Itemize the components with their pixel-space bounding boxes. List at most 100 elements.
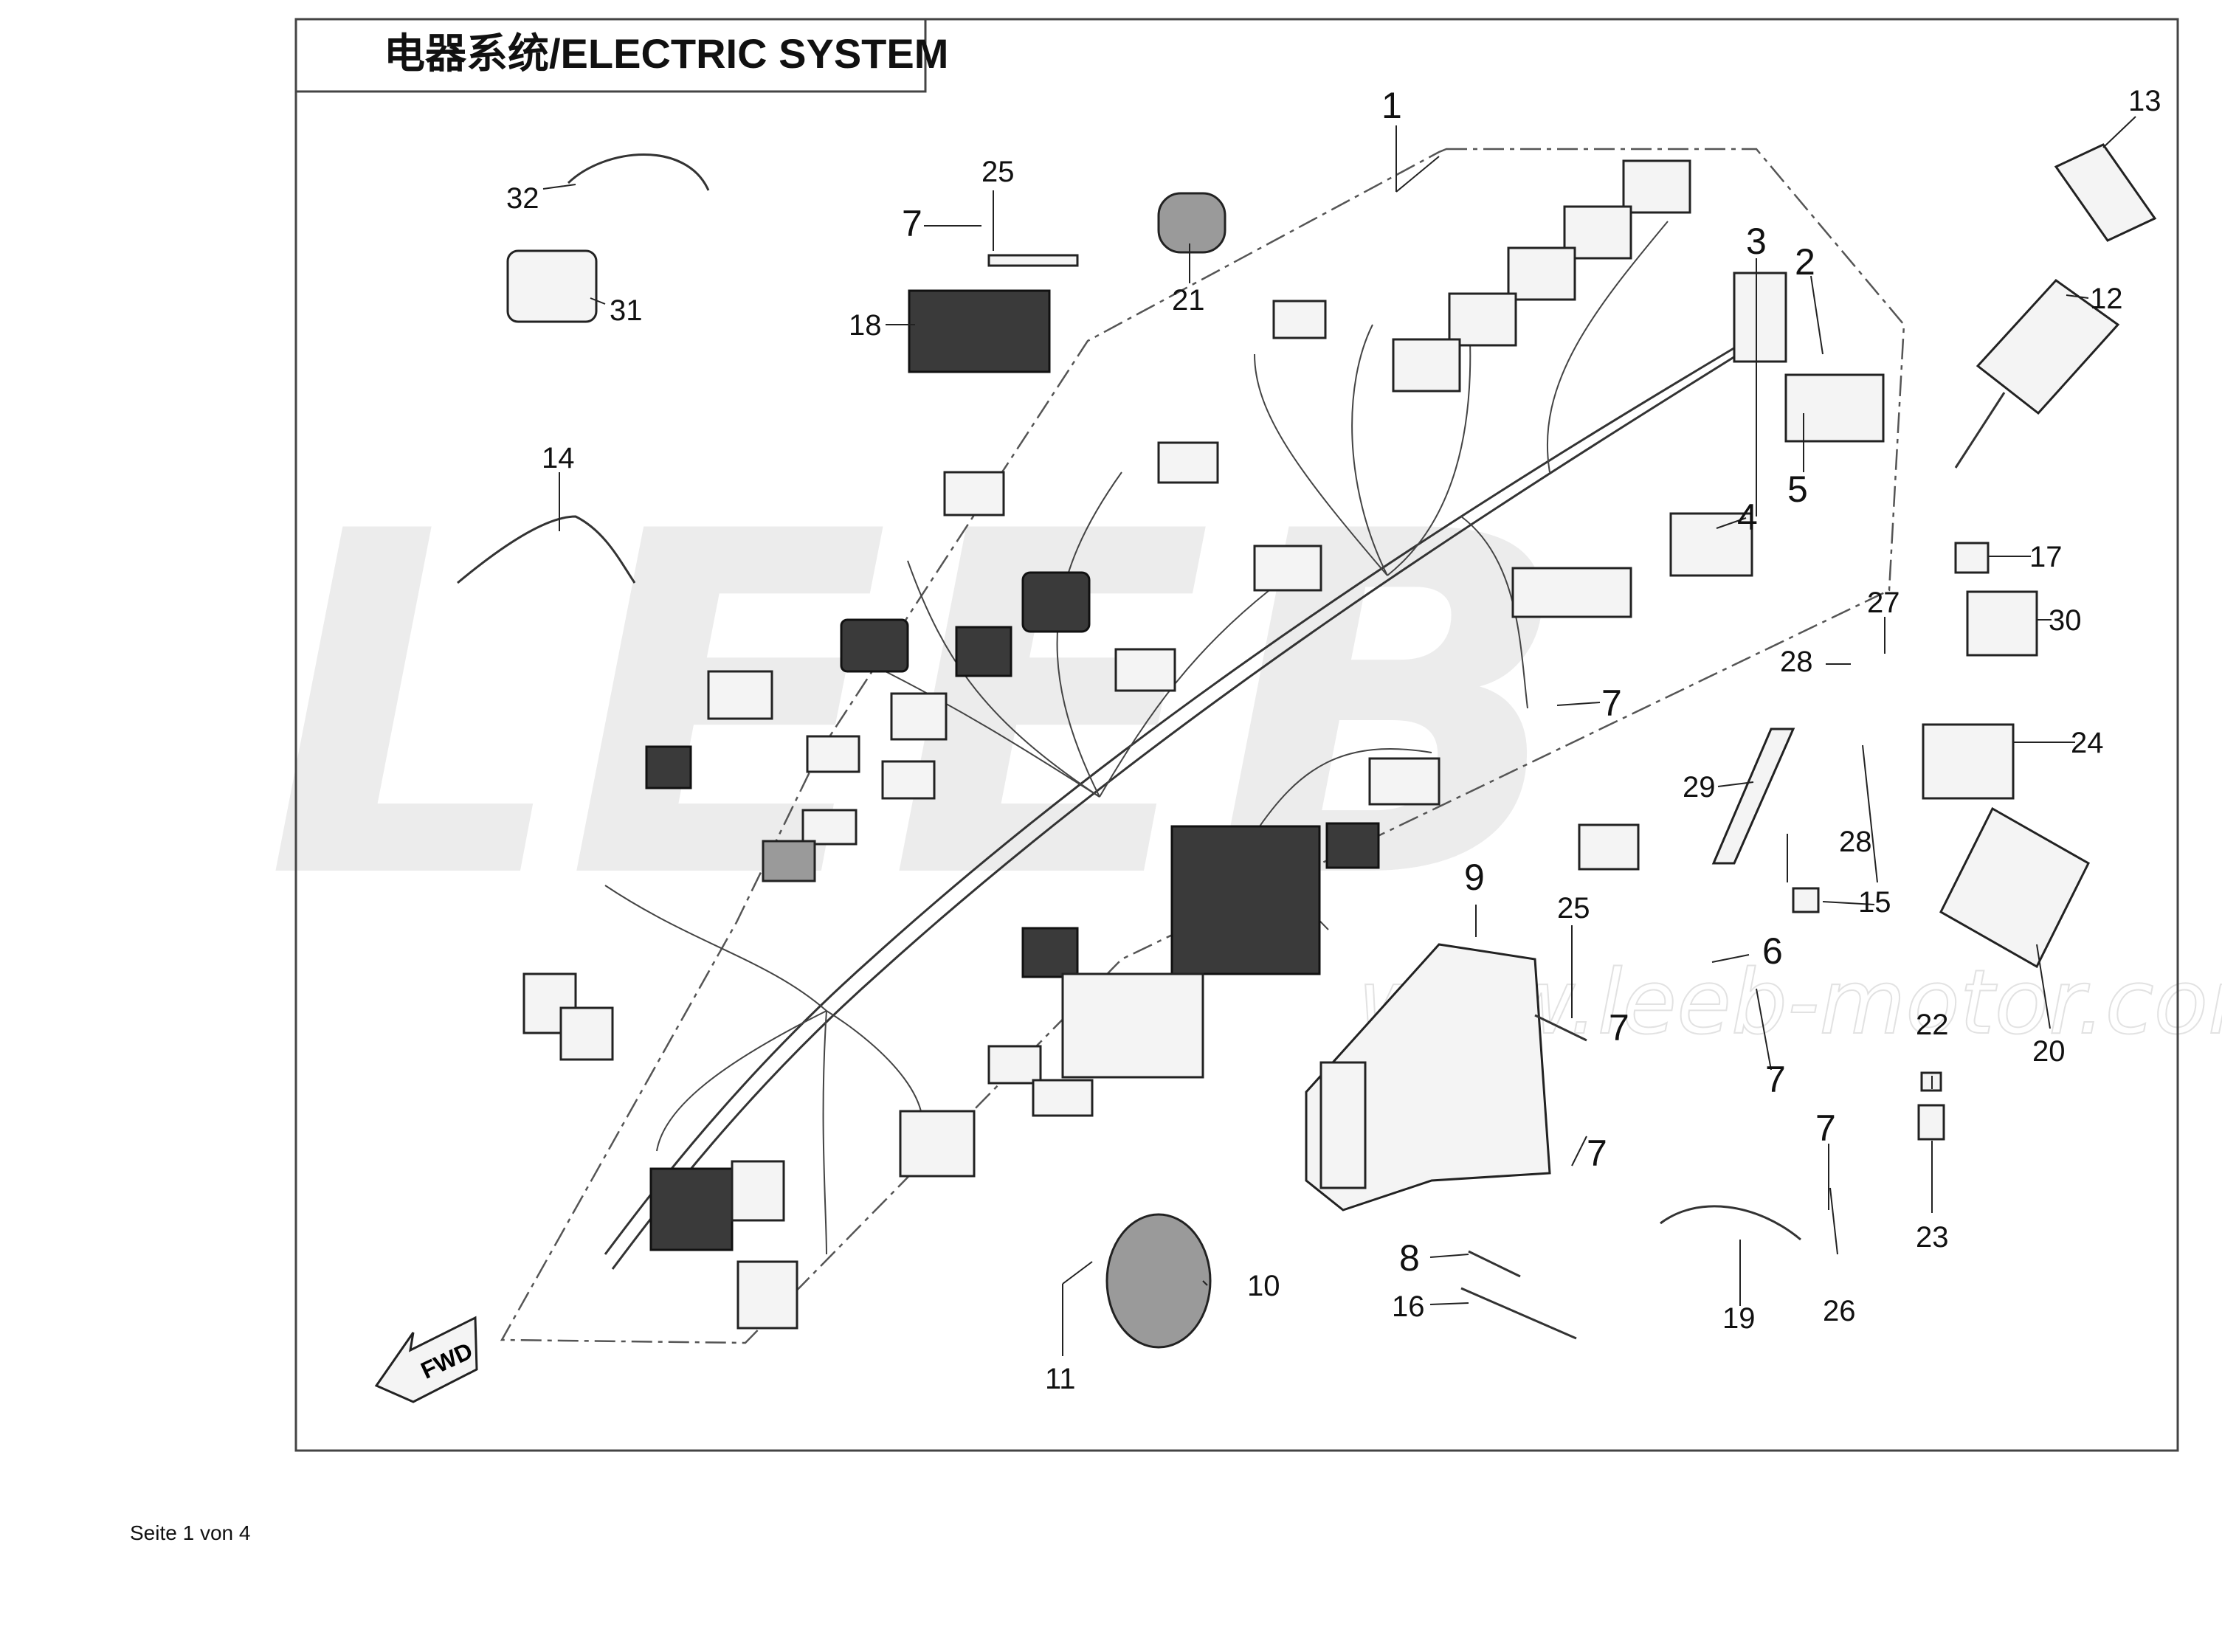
branch-k xyxy=(822,1010,827,1255)
callouts: 1 2 3 4 5 6 7 7 7 7 7 7 8 9 10 11 12 13 … xyxy=(506,85,2161,1395)
part-17-relay xyxy=(1954,542,1990,574)
connector-block xyxy=(1061,972,1204,1079)
branch-e xyxy=(1351,324,1388,576)
part-30-flasher xyxy=(1966,590,2038,657)
callout-22: 22 xyxy=(1916,1009,1949,1041)
page-footer: Seite 1 von 4 xyxy=(130,1521,251,1544)
diagram-frame xyxy=(294,18,2179,1452)
connector xyxy=(1272,300,1327,339)
callout-29: 29 xyxy=(1683,771,1716,803)
leader-10 xyxy=(1202,1280,1208,1286)
leader-7-lower xyxy=(1756,988,1772,1071)
callout-3: 3 xyxy=(1746,221,1767,262)
fuse-box xyxy=(1784,373,1885,443)
leader-15 xyxy=(1822,901,1875,905)
callout-18: 18 xyxy=(849,309,882,342)
connector xyxy=(1325,822,1380,869)
part-16-tie xyxy=(1460,1287,1577,1340)
connector xyxy=(955,626,1012,677)
part-24-battery xyxy=(1922,723,2015,800)
connector xyxy=(987,1045,1042,1085)
parts xyxy=(457,143,2157,1349)
callout-13: 13 xyxy=(2128,85,2161,117)
callout-5: 5 xyxy=(1787,469,1808,510)
connector xyxy=(840,618,909,673)
part-25-strap xyxy=(987,254,1079,267)
connector xyxy=(1157,441,1219,484)
leader-1b xyxy=(1395,156,1440,193)
branch-c xyxy=(870,663,1100,798)
callout-7-19: 7 xyxy=(1815,1107,1836,1149)
connector xyxy=(649,1167,734,1251)
callout-27: 27 xyxy=(1867,587,1900,619)
diagram-title: 电器系统/ELECTRIC SYSTEM xyxy=(384,30,948,77)
branch-g xyxy=(1387,309,1471,576)
callout-7-lower: 7 xyxy=(1765,1059,1786,1100)
harness-connectors xyxy=(522,159,1885,1330)
part-18-regulator xyxy=(908,289,1051,373)
callout-7-ecu: 7 xyxy=(1587,1133,1607,1174)
leader-2 xyxy=(1810,275,1824,355)
callout-25-lower: 25 xyxy=(1557,892,1590,925)
leader-lines xyxy=(542,116,2136,1356)
part-19-cable xyxy=(1660,1205,1801,1241)
branch-b xyxy=(907,560,1100,798)
part-9-ecu xyxy=(1305,943,1551,1212)
branch-f xyxy=(1254,353,1388,576)
callout-24: 24 xyxy=(2071,727,2104,759)
leader-26 xyxy=(1829,1187,1838,1255)
leader-20 xyxy=(2036,944,2051,1029)
leader-7-mid xyxy=(1556,702,1601,706)
ecu-connector-block xyxy=(1170,825,1321,975)
leader-7-ecu xyxy=(1571,1136,1587,1167)
connector xyxy=(1622,159,1691,214)
part-6-plug xyxy=(1578,823,1640,871)
fwd-arrow-shape xyxy=(374,1316,478,1403)
leader-31 xyxy=(590,297,606,305)
callout-11: 11 xyxy=(1045,1363,1076,1395)
branch-j xyxy=(604,885,827,1012)
callout-14: 14 xyxy=(542,442,575,474)
callout-23: 23 xyxy=(1916,1221,1949,1254)
callout-8: 8 xyxy=(1399,1237,1420,1279)
callout-28-top: 28 xyxy=(1780,646,1813,678)
part-31-sensor xyxy=(506,249,598,323)
callout-10: 10 xyxy=(1247,1270,1280,1302)
callout-20: 20 xyxy=(2032,1035,2066,1068)
connector xyxy=(1021,927,1079,978)
connector xyxy=(1392,338,1461,393)
callout-7-mid: 7 xyxy=(1601,682,1622,724)
part-14-wire xyxy=(457,515,636,584)
part-12-module xyxy=(1976,279,2120,415)
connector xyxy=(899,1110,976,1178)
part-15-bracket xyxy=(1792,887,1820,913)
callout-26: 26 xyxy=(1823,1295,1856,1327)
connector xyxy=(736,1260,798,1330)
callout-12: 12 xyxy=(2090,283,2123,315)
leader-11b xyxy=(1062,1261,1093,1285)
branch-n xyxy=(1254,747,1432,834)
leader-12 xyxy=(2066,294,2089,299)
connector xyxy=(1114,648,1176,692)
callout-7-bolt: 7 xyxy=(1609,1007,1629,1048)
fuse-holder xyxy=(1733,272,1787,363)
part-10-horn xyxy=(1105,1213,1212,1349)
callout-31: 31 xyxy=(610,294,643,327)
leader-29 xyxy=(1717,781,1754,787)
title-block: 电器系统/ELECTRIC SYSTEM xyxy=(296,19,948,93)
watermark: LEEB www.leeb-motor.com xyxy=(266,432,2222,1055)
connector xyxy=(801,809,858,846)
callout-25-top: 25 xyxy=(981,156,1015,188)
connector xyxy=(1032,1079,1094,1117)
leader-13 xyxy=(2102,116,2136,148)
callout-15: 15 xyxy=(1858,886,1891,919)
callout-19: 19 xyxy=(1722,1302,1756,1335)
callout-21: 21 xyxy=(1172,284,1205,317)
harness-trunk-2 xyxy=(611,323,1787,1270)
part-9-ecu-plug xyxy=(1319,1061,1367,1189)
part-21-relay xyxy=(1157,192,1226,254)
connector xyxy=(731,1160,785,1222)
part-29-strap xyxy=(1711,727,1795,865)
callout-1: 1 xyxy=(1381,85,1402,126)
branch-h xyxy=(1546,221,1669,473)
